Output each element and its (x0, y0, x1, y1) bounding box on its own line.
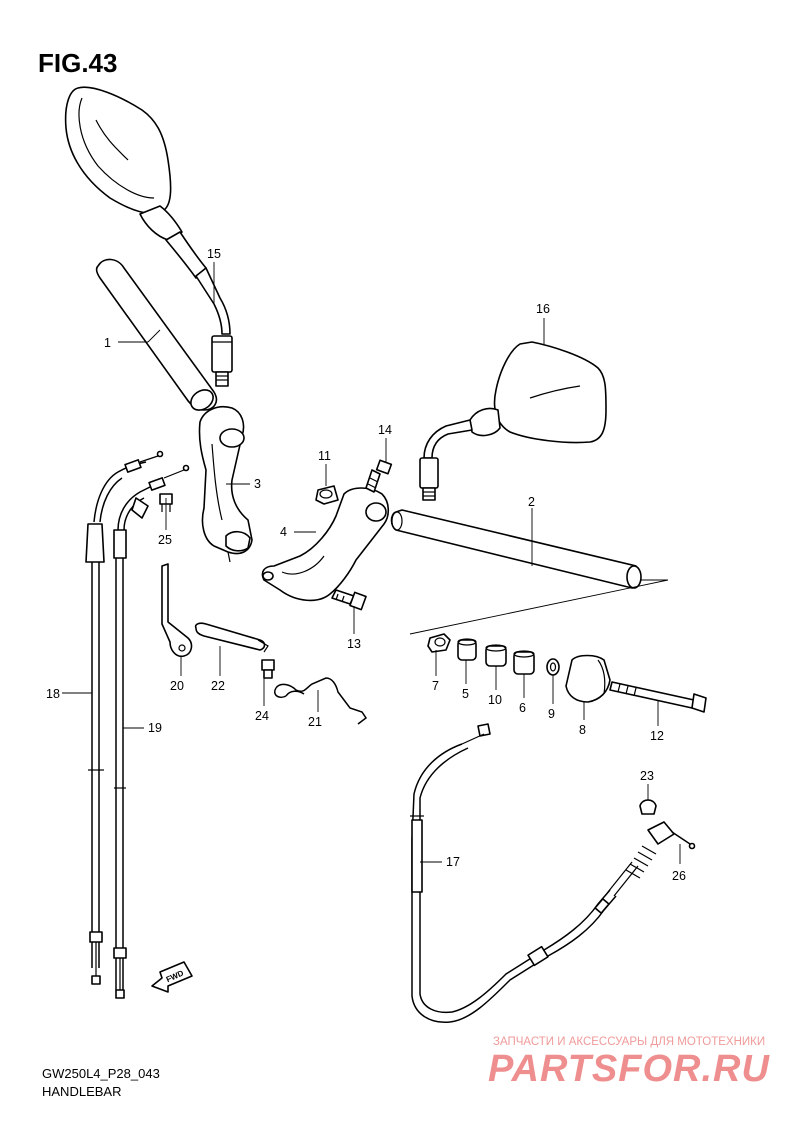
leader-lines (62, 262, 681, 864)
callout-20: 20 (170, 679, 184, 693)
callout-15: 15 (207, 247, 221, 261)
callout-1: 1 (104, 336, 111, 350)
watermark-tagline: ЗАПЧАСТИ И АКСЕССУАРЫ ДЛЯ МОТОТЕХНИКИ (493, 1036, 766, 1048)
left-handlebar-holder (198, 406, 253, 563)
diagram-name: HANDLEBAR (42, 1084, 122, 1099)
part-5 (457, 638, 477, 661)
part-13-bolt (331, 589, 367, 611)
callout-13: 13 (347, 637, 361, 651)
callout-26: 26 (672, 869, 686, 883)
part-26-pin (671, 831, 696, 850)
watermark-brand: PARTSFOR.RU (488, 1048, 770, 1090)
clutch-cable-17 (410, 723, 675, 1023)
callout-12: 12 (650, 729, 664, 743)
callout-10: 10 (488, 693, 502, 707)
callout-25: 25 (158, 533, 172, 547)
callout-4: 4 (280, 525, 287, 539)
part-9 (546, 658, 560, 676)
left-mirror (64, 86, 233, 387)
callout-19: 19 (148, 721, 162, 735)
part-21-clip (274, 677, 368, 725)
right-handlebar-holder (261, 487, 390, 602)
callout-22: 22 (211, 679, 225, 693)
right-handlebar-tube (390, 509, 642, 589)
callout-2: 2 (528, 495, 535, 509)
callout-18: 18 (46, 687, 60, 701)
part-6 (513, 650, 535, 675)
callout-11: 11 (318, 449, 331, 463)
callout-16: 16 (536, 302, 550, 316)
callout-23: 23 (640, 769, 654, 783)
callout-6: 6 (519, 701, 526, 715)
part-20-bracket (161, 563, 193, 658)
part-24-bolt (261, 659, 275, 679)
diagram-code: GW250L4_P28_043 (42, 1066, 160, 1081)
callout-numbers: 1 2 3 4 5 6 7 8 9 10 11 12 13 14 15 16 1… (46, 247, 686, 883)
callout-9: 9 (548, 707, 555, 721)
callout-8: 8 (579, 723, 586, 737)
callout-14: 14 (378, 423, 392, 437)
throttle-cable-19 (113, 464, 190, 999)
callout-3: 3 (254, 477, 261, 491)
part-23 (639, 799, 657, 815)
left-grip (95, 258, 218, 411)
callout-17: 17 (446, 855, 460, 869)
part-12-bolt (609, 681, 707, 713)
throttle-cable-18 (85, 450, 164, 985)
part-10 (485, 644, 507, 667)
part-7 (427, 633, 451, 653)
callout-5: 5 (462, 687, 469, 701)
right-mirror (419, 341, 607, 501)
part-11-nut (315, 485, 339, 505)
callout-21: 21 (308, 715, 322, 729)
figure-title: FIG.43 (38, 48, 118, 78)
part-14-bolt (365, 459, 393, 493)
part-22-clamp (194, 622, 269, 653)
callout-24: 24 (255, 709, 269, 723)
callout-7: 7 (432, 679, 439, 693)
part-8-bar-end (565, 654, 611, 703)
fwd-arrow-icon: FWD (151, 961, 193, 993)
